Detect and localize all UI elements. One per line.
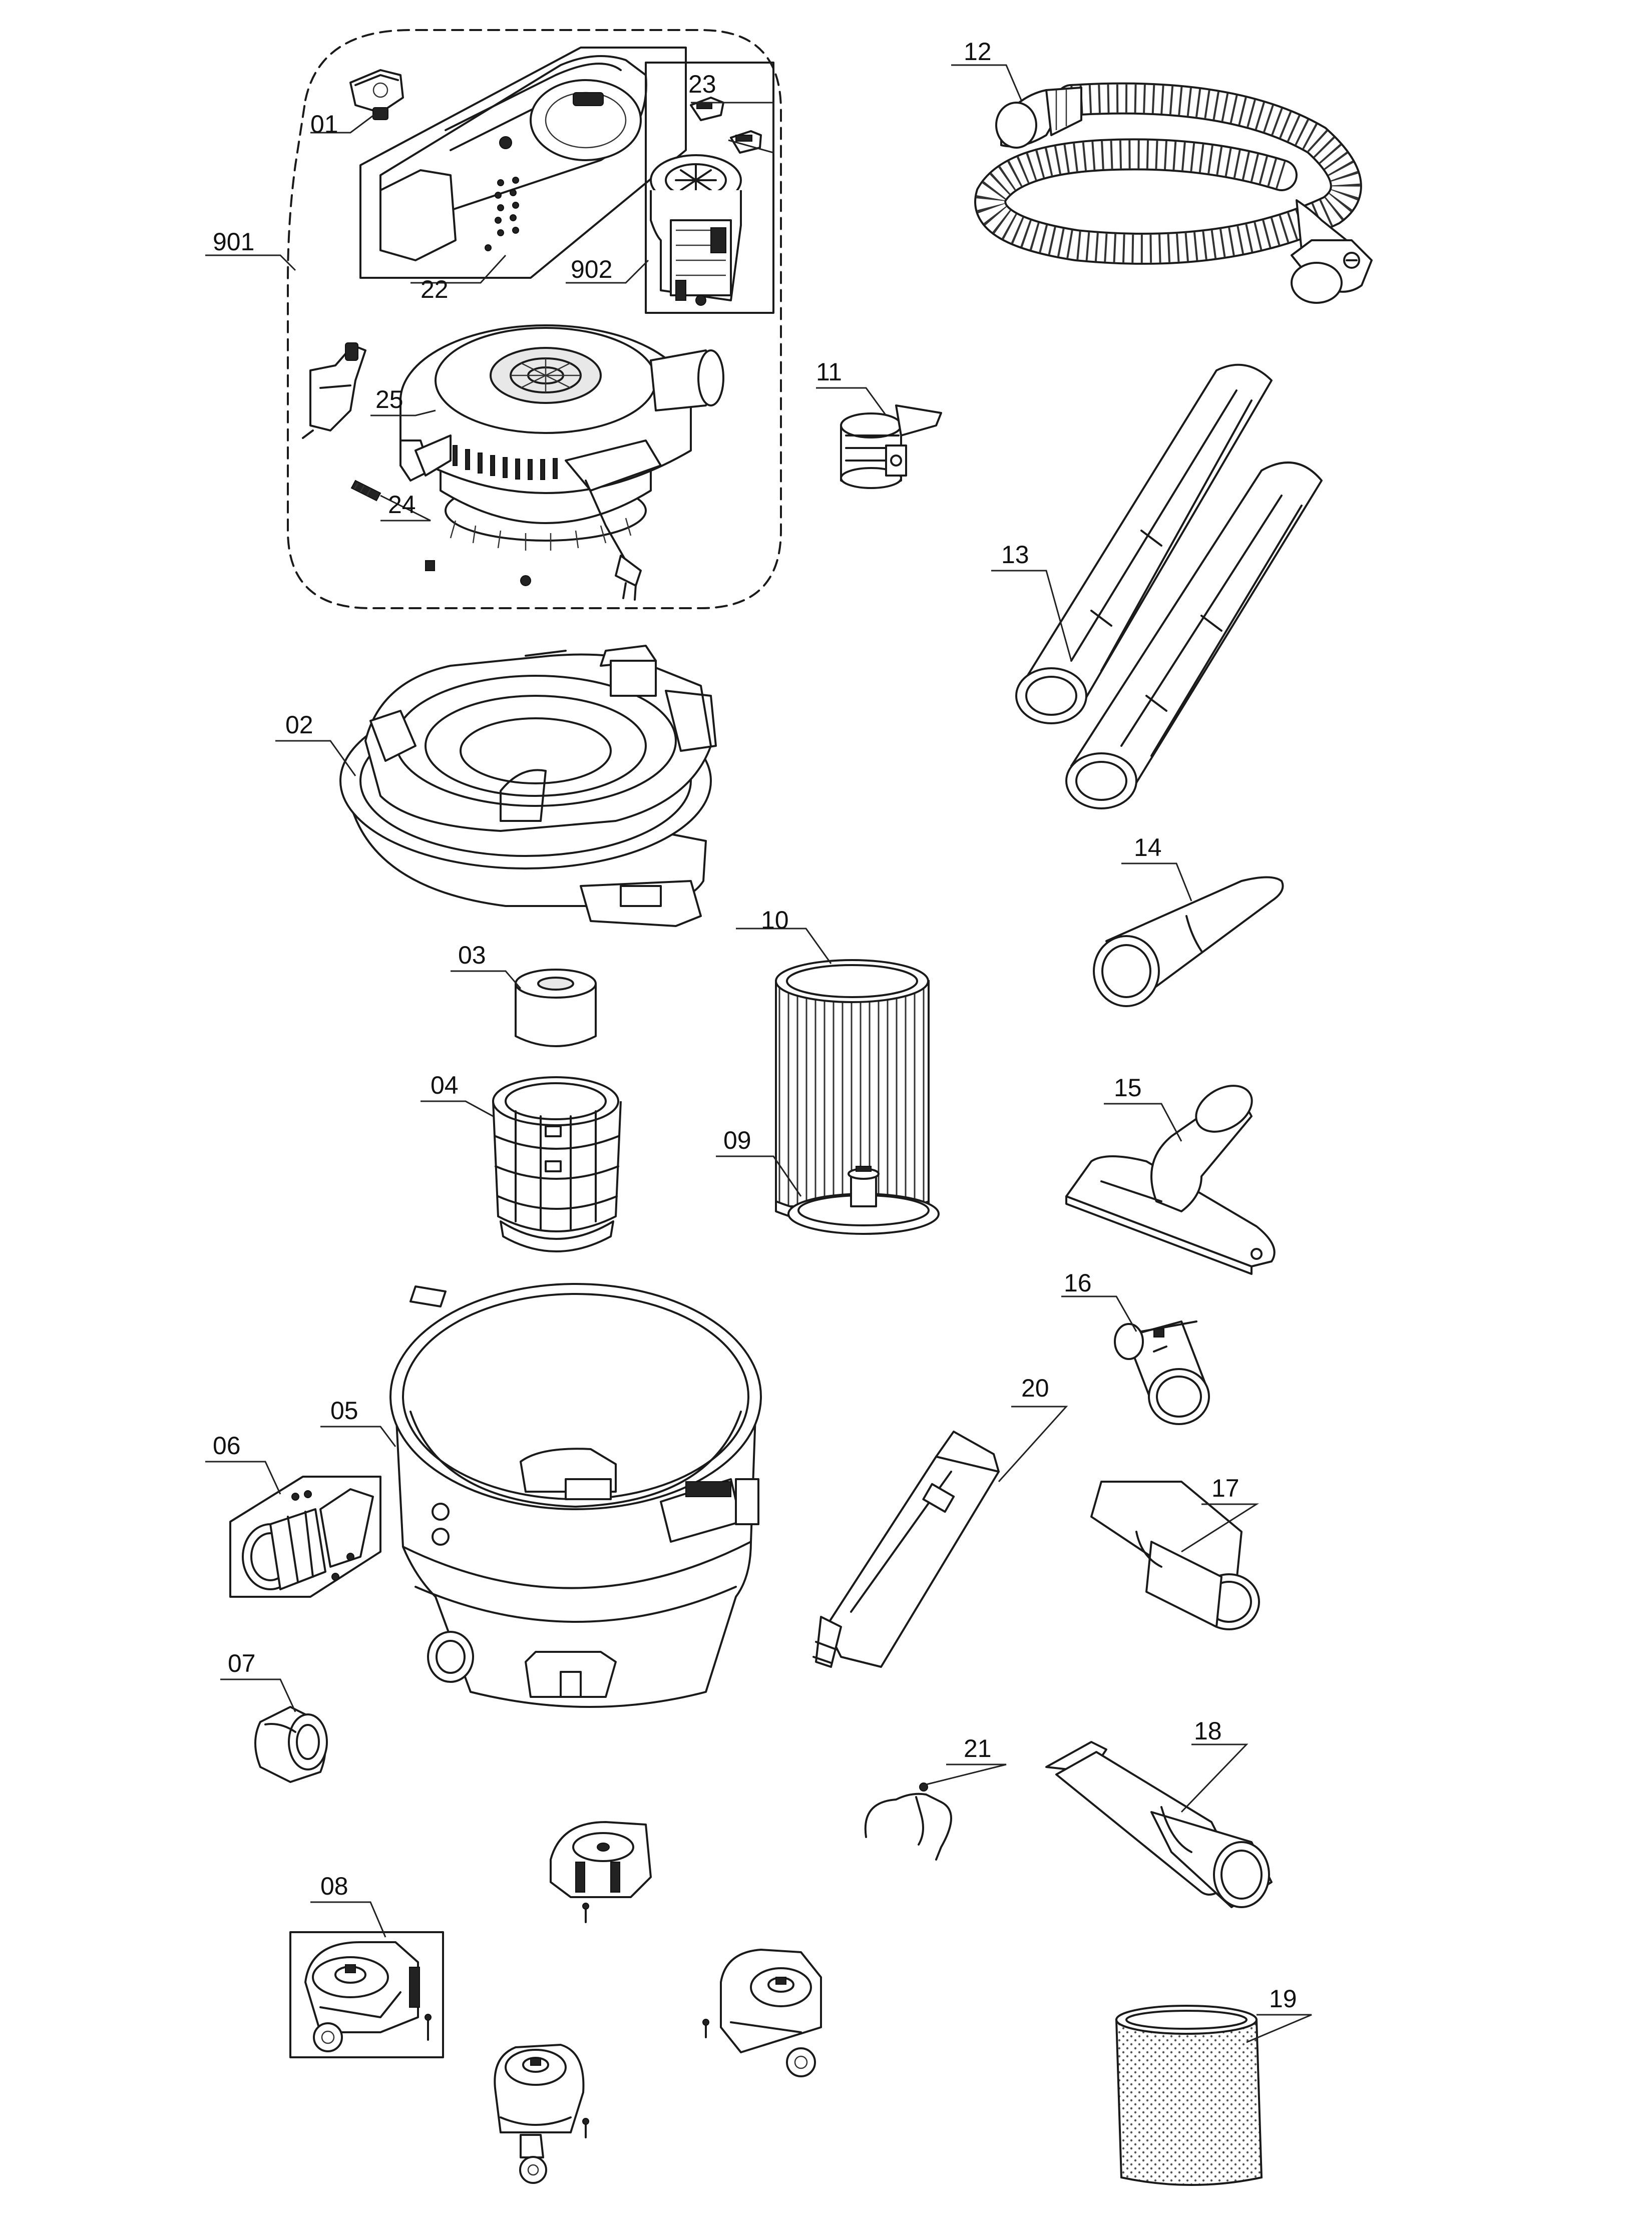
part-03-foam-filter	[515, 969, 597, 1047]
label-01: 01	[310, 110, 338, 138]
callout-labels: 01 22 23 902 901 25 24 02 03 04 10 09 05…	[213, 38, 1297, 2013]
label-22: 22	[421, 275, 449, 303]
label-19: 19	[1269, 1985, 1297, 2013]
castor-4	[494, 2044, 589, 2184]
part-23-carbon-brushes	[690, 97, 762, 154]
group-901-motor-head	[287, 29, 782, 609]
label-08: 08	[320, 1872, 348, 1900]
label-10: 10	[761, 906, 789, 934]
label-902: 902	[571, 255, 612, 283]
part-10-cartridge-filter	[775, 959, 930, 1227]
label-13: 13	[1001, 541, 1029, 569]
part-05-tank	[389, 1283, 762, 1708]
part-17-gulper-nozzle	[1090, 1481, 1260, 1630]
label-17: 17	[1211, 1474, 1240, 1502]
part-14-round-nozzle	[1093, 876, 1284, 1007]
label-06: 06	[213, 1432, 241, 1460]
label-20: 20	[1021, 1374, 1049, 1402]
part-20-crevice-tool	[812, 1431, 1000, 1668]
part-18-wide-nozzle	[1045, 1741, 1273, 1908]
castor-3	[702, 1949, 822, 2077]
label-14: 14	[1134, 833, 1162, 861]
label-18: 18	[1194, 1717, 1222, 1745]
part-01-switch-knob	[349, 69, 404, 120]
label-05: 05	[330, 1397, 358, 1425]
label-07: 07	[228, 1649, 256, 1677]
part-16-adapter-sleeve	[1114, 1320, 1210, 1425]
motor-housing	[399, 324, 724, 601]
part-13-extension-tubes	[1015, 363, 1323, 809]
label-25: 25	[375, 385, 403, 413]
part-19-filter-bag	[1115, 2005, 1263, 2186]
label-21: 21	[964, 1734, 992, 1762]
part-902-motor	[645, 62, 774, 314]
part-24-spring	[350, 480, 381, 502]
label-09: 09	[723, 1126, 751, 1154]
part-08-castor-framed	[289, 1931, 444, 2058]
part-15-floor-nozzle	[1065, 1085, 1276, 1275]
part-07-hose-adapter	[254, 1706, 328, 1783]
castor-2	[550, 1821, 652, 1923]
part-21-wire-clip	[864, 1782, 952, 1861]
label-15: 15	[1114, 1074, 1142, 1102]
part-04-float-cage	[492, 1076, 622, 1252]
part-09-filter-cap	[787, 1166, 940, 1235]
label-16: 16	[1064, 1269, 1092, 1297]
part-11-hose-cuff	[840, 404, 942, 489]
label-02: 02	[285, 711, 313, 739]
label-12: 12	[964, 38, 992, 66]
part-12-hose	[974, 82, 1373, 304]
label-11: 11	[816, 358, 842, 386]
label-04: 04	[431, 1071, 459, 1099]
part-06-inlet-adapter	[229, 1476, 381, 1598]
label-03: 03	[458, 941, 486, 969]
part-25-cable-clamp	[302, 342, 366, 439]
label-23: 23	[688, 70, 716, 98]
part-22-handle-cover	[359, 47, 687, 279]
label-24: 24	[388, 491, 416, 519]
leader-lines	[205, 64, 1312, 2043]
part-02-lid	[339, 645, 717, 927]
label-901: 901	[213, 228, 254, 256]
